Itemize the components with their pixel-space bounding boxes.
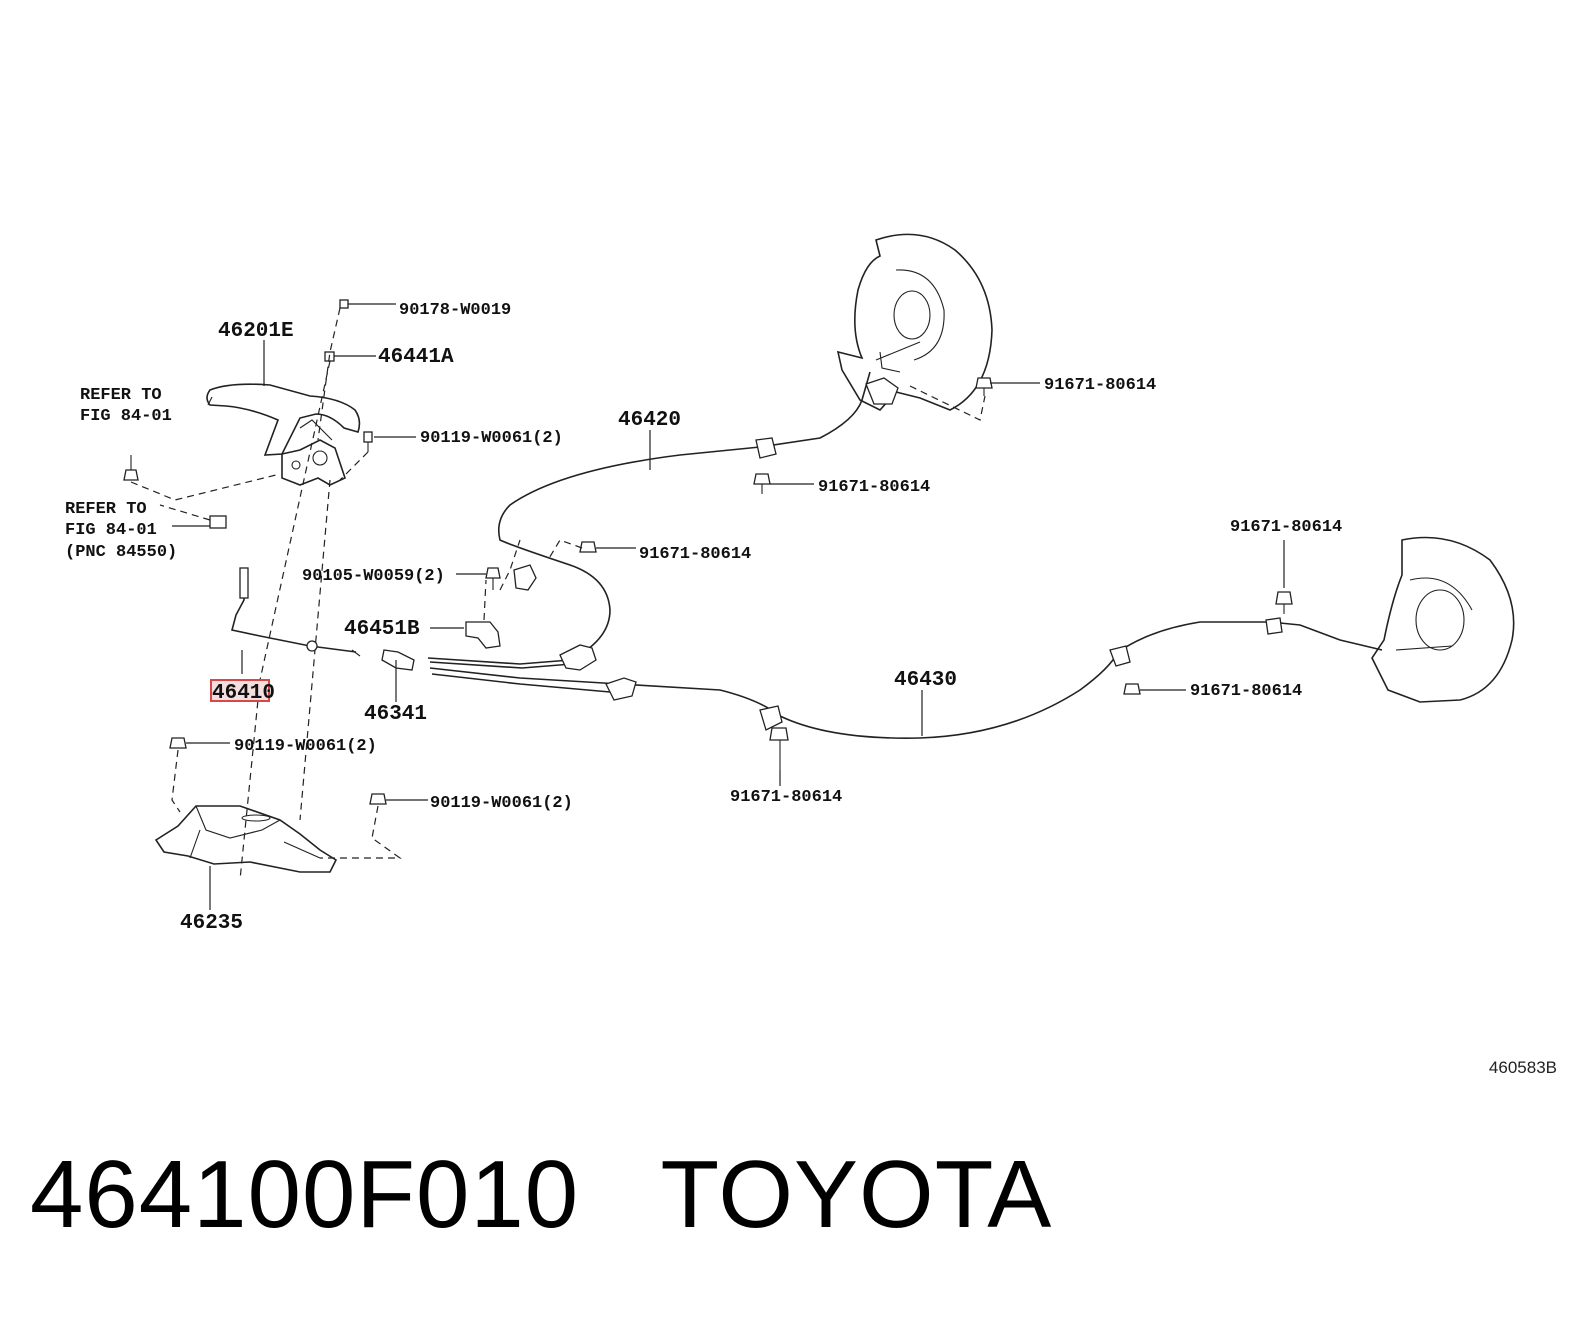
label-46201e: 46201E: [218, 320, 294, 343]
label-46410: 46410: [212, 682, 275, 705]
backing-plate-upper: [836, 233, 993, 421]
bracket-46235: [154, 805, 338, 873]
label-91671-bottom: 91671-80614: [730, 788, 842, 807]
footer-brand: TOYOTA: [660, 1141, 1053, 1248]
footer-part-number: 464100F010: [30, 1141, 580, 1248]
highlight-box-46410: [210, 679, 270, 702]
rear-cable-46430: [429, 617, 1383, 739]
rear-cable-46420: [427, 371, 871, 671]
bolt-90119-bracket-left: [169, 737, 187, 749]
bolt-90119-bracket-right: [369, 793, 387, 805]
figure-code: 460583B: [1488, 1058, 1557, 1077]
bolt-91671-bottom: [769, 727, 789, 770]
parking-brake-lever: [206, 383, 361, 486]
label-46341: 46341: [364, 703, 427, 726]
footer-spacer: [579, 1141, 660, 1248]
backing-plate-lower: [1371, 536, 1515, 703]
bolt-91671-mid: [753, 473, 771, 494]
footer-title: 464100F010 TOYOTA: [30, 1140, 1052, 1250]
label-46441a: 46441A: [378, 346, 454, 369]
label-46420: 46420: [618, 409, 681, 432]
equalizer-46341: [381, 649, 415, 671]
leader-lines: [172, 303, 1285, 910]
label-91671-right-low: 91671-80614: [1190, 682, 1302, 701]
label-90119-w0061-lever: 90119-W0061(2): [420, 429, 563, 448]
label-90105-w0059: 90105-W0059(2): [302, 567, 445, 586]
bracket-46451b: [465, 621, 501, 649]
ref-note-2-line1: REFER TO: [65, 500, 147, 519]
label-46430: 46430: [894, 669, 957, 692]
label-91671-upper: 91671-80614: [1044, 376, 1156, 395]
bolt-91671-upper: [975, 377, 993, 396]
label-46451b: 46451B: [344, 618, 420, 641]
ref-bolt-1: [123, 455, 139, 481]
ref-note-2-line3: (PNC 84550): [65, 543, 177, 562]
bolt-91671-right-low: [1123, 683, 1141, 695]
bolt-91671-center: [579, 541, 597, 553]
ref-note-2-line2: FIG 84-01: [65, 521, 157, 540]
bolt-90105: [485, 567, 501, 590]
label-91671-mid: 91671-80614: [818, 478, 930, 497]
label-90178-w0019: 90178-W0019: [399, 301, 511, 320]
label-46235: 46235: [180, 912, 243, 935]
label-90119-w0061-bracket-left: 90119-W0061(2): [234, 737, 377, 756]
bolt-90178: [339, 299, 349, 309]
ref-bolt-2: [209, 515, 227, 529]
label-91671-right-top: 91671-80614: [1230, 518, 1342, 537]
ref-note-1-line1: REFER TO: [80, 386, 162, 405]
ref-note-1-line2: FIG 84-01: [80, 407, 172, 426]
label-90119-w0061-bracket-right: 90119-W0061(2): [430, 794, 573, 813]
front-cable-46410: [231, 567, 361, 657]
label-91671-center: 91671-80614: [639, 545, 751, 564]
bolt-90119-lever: [363, 431, 373, 452]
bolt-91671-right: [1275, 591, 1293, 614]
